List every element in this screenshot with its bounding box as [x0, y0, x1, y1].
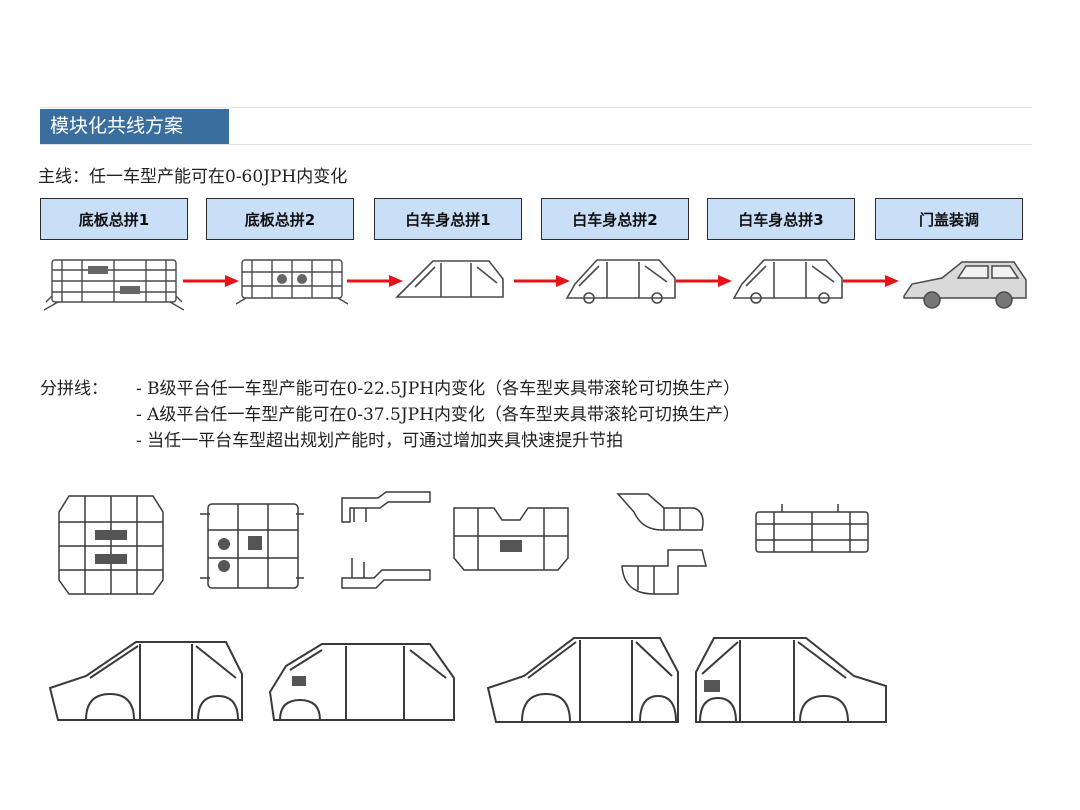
bodyside-frame-left-icon: [48, 641, 243, 721]
front-floor-panel-icon: [58, 495, 164, 595]
rear-rail-icon: [341, 558, 431, 589]
rear-floor-panel-icon: [200, 503, 304, 589]
bodyside-inner-right-icon: [695, 637, 887, 723]
wheelhouse-lower-icon: [621, 549, 707, 595]
header-rule-top: [40, 107, 1032, 108]
bodyside-frame-right-icon: [486, 637, 679, 723]
floor-assembly-icon: [44, 259, 184, 311]
section-title: 模块化共线方案: [40, 109, 229, 144]
full-vehicle-icon: [903, 261, 1027, 309]
step-floor-assembly-1: 底板总拼1: [40, 198, 188, 240]
step-biw-assembly-1: 白车身总拼1: [374, 198, 522, 240]
sub-line-item: - 当任一平台车型超出规划产能时，可通过增加夹具快速提升节拍: [136, 431, 624, 451]
flow-arrow-icon: [843, 275, 899, 287]
step-biw-assembly-2: 白车身总拼2: [541, 198, 689, 240]
step-biw-assembly-3: 白车身总拼3: [707, 198, 855, 240]
step-floor-assembly-2: 底板总拼2: [206, 198, 354, 240]
body-in-white-icon: [565, 259, 676, 304]
floor-assembly-2-icon: [236, 259, 348, 305]
sub-line-item: - A级平台任一车型产能可在0-37.5JPH内变化（各车型夹具带滚轮可切换生产…: [136, 405, 740, 425]
sub-line-label: 分拼线：: [40, 379, 108, 399]
step-door-closure-fitting: 门盖装调: [875, 198, 1023, 240]
wheelhouse-upper-icon: [616, 493, 704, 531]
body-in-white-2-icon: [732, 259, 843, 304]
main-line-text: 主线：任一车型产能可在0-60JPH内变化: [38, 167, 348, 187]
sub-line-item: - B级平台任一车型产能可在0-22.5JPH内变化（各车型夹具带滚轮可切换生产…: [136, 379, 741, 399]
flow-arrow-icon: [514, 275, 570, 287]
bodyside-inner-left-icon: [268, 643, 455, 721]
header-rule-bottom: [40, 144, 1032, 145]
sub-line-list: - B级平台任一车型产能可在0-22.5JPH内变化（各车型夹具带滚轮可切换生产…: [136, 376, 740, 454]
flow-arrow-icon: [183, 275, 239, 287]
bodyside-frame-icon: [395, 260, 504, 298]
flow-arrow-icon: [347, 275, 403, 287]
rear-panel-icon: [755, 504, 869, 553]
front-rail-icon: [341, 491, 431, 523]
front-end-module-icon: [453, 507, 569, 571]
flow-arrow-icon: [676, 275, 732, 287]
